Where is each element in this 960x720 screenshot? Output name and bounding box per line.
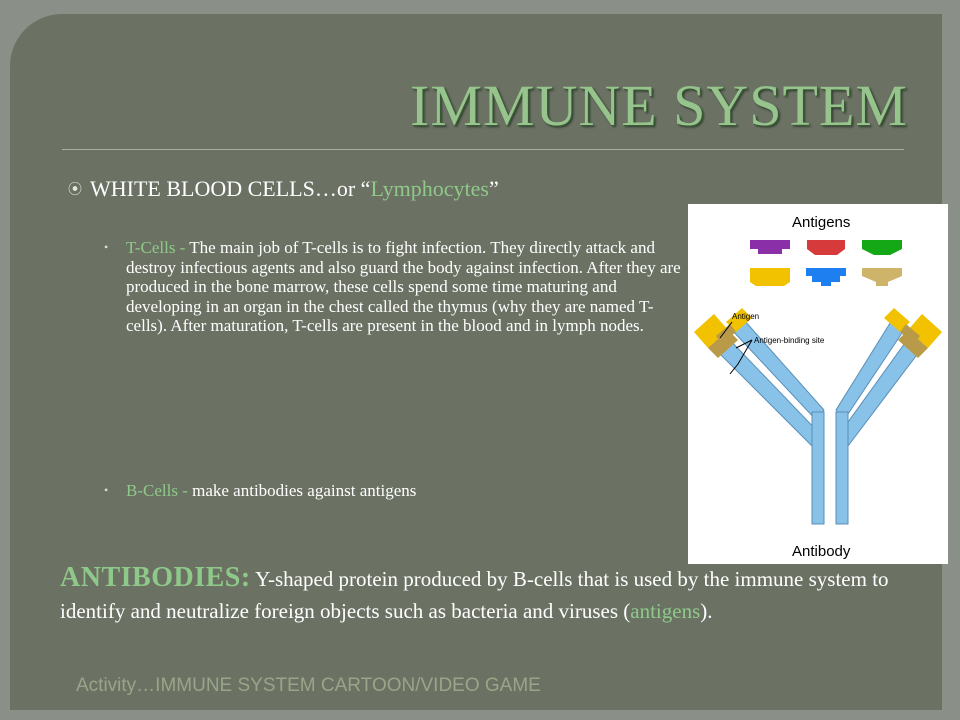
tip-right-inner-tan	[900, 324, 920, 344]
antibodies-definition: ANTIBODIES: Y-shaped protein produced by…	[60, 562, 910, 627]
antibody-diagram: Antigens	[688, 204, 948, 564]
antigen-bound-left	[694, 314, 728, 348]
tip-right-outer-yellow	[908, 314, 942, 348]
antibody-shape	[694, 308, 942, 525]
antigen-green	[862, 240, 902, 255]
circle-bullet-icon: ⦿	[68, 183, 82, 198]
antigen-label: Antigen	[732, 312, 759, 321]
tip-left-inner-yellow	[726, 308, 752, 332]
b-cells-text: make antibodies against antigens	[192, 481, 417, 500]
antigen-pointer	[719, 321, 733, 339]
antigens-label: Antigens	[792, 214, 850, 231]
antibodies-heading: ANTIBODIES:	[60, 562, 251, 593]
tip-right-inner-yellow	[884, 308, 910, 332]
antigen-yellow	[750, 268, 790, 286]
b-cells-label: B-Cells -	[126, 481, 193, 500]
main-bullet-prefix: WHITE BLOOD CELLS…or “	[90, 176, 371, 201]
antigen-shapes	[750, 240, 902, 286]
antigen-tan	[862, 268, 902, 286]
antibodies-text-end: ).	[700, 599, 713, 623]
t-cells-label: T-Cells -	[126, 238, 190, 257]
tip-left-outer	[708, 330, 738, 358]
binding-site-pointer	[729, 339, 753, 375]
antigens-term: antigens	[630, 599, 701, 623]
antigen-binding-site-label: Antigen-binding site	[754, 336, 825, 345]
binding-site-pointer-2	[735, 339, 753, 349]
antibodies-text: Y-shaped protein produced by B-cells tha…	[60, 567, 889, 623]
antibody-diagram-svg: Antigens	[694, 214, 942, 560]
activity-footer: Activity…IMMUNE SYSTEM CARTOON/VIDEO GAM…	[76, 675, 541, 696]
antibody-stem-right	[835, 411, 849, 525]
b-cells-bullet: • B-Cells - make antibodies against anti…	[104, 481, 684, 501]
title-divider	[62, 149, 904, 150]
antigen-blue	[806, 268, 846, 286]
antigen-purple	[750, 240, 790, 254]
lymphocytes-term: Lymphocytes	[370, 176, 489, 201]
bullet-dot-icon: •	[104, 240, 109, 254]
t-cells-text: The main job of T-cells is to fight infe…	[126, 238, 681, 335]
bullet-dot-icon: •	[104, 483, 109, 497]
antibody-label: Antibody	[792, 543, 851, 560]
tip-right-outer-tan	[898, 330, 928, 358]
main-bullet: ⦿ WHITE BLOOD CELLS…or “Lymphocytes”	[68, 176, 499, 202]
antibody-stem-left	[811, 411, 825, 525]
antigen-red	[807, 240, 845, 255]
main-bullet-suffix: ”	[489, 176, 499, 201]
t-cells-bullet: • T-Cells - The main job of T-cells is t…	[104, 238, 684, 336]
slide-title: IMMUNE SYSTEM	[410, 73, 908, 138]
tip-left-inner-tan	[716, 324, 736, 344]
